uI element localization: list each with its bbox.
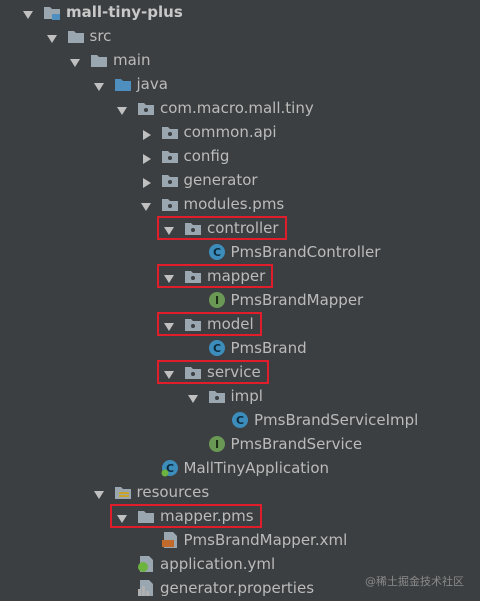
package-icon: [184, 315, 202, 333]
collapsed-arrow-icon[interactable]: [140, 150, 152, 164]
folder-icon: [90, 51, 108, 69]
tree-node-model[interactable]: model: [0, 312, 480, 336]
watermark: @稀土掘金技术社区: [365, 575, 464, 588]
xml-file-icon: [161, 531, 179, 549]
tree-node-label: model: [207, 315, 254, 333]
tree-node-mapper-pms[interactable]: mapper.pms: [0, 504, 480, 528]
tree-node-mapper[interactable]: mapper: [0, 264, 480, 288]
tree-node-label: mapper: [207, 267, 266, 285]
spring-yml-icon: [137, 555, 155, 573]
tree-node-config[interactable]: config: [0, 144, 480, 168]
tree-node-label: PmsBrandController: [230, 243, 381, 261]
project-folder-icon: [43, 3, 61, 21]
tree-node-label: PmsBrandMapper: [230, 291, 364, 309]
tree-node-label: src: [89, 27, 112, 45]
class-icon: C: [208, 243, 226, 261]
expanded-arrow-icon[interactable]: [116, 102, 128, 115]
tree-node-src[interactable]: src: [0, 24, 480, 48]
tree-node-label: application.yml: [160, 555, 276, 573]
expanded-arrow-icon[interactable]: [187, 390, 199, 403]
tree-node-label: PmsBrand: [230, 339, 307, 357]
tree-node-resources[interactable]: resources: [0, 480, 480, 504]
svg-text:I: I: [214, 294, 218, 307]
folder-icon: [67, 27, 85, 45]
expanded-arrow-icon[interactable]: [163, 222, 175, 235]
tree-node-main[interactable]: main: [0, 48, 480, 72]
expanded-arrow-icon[interactable]: [163, 270, 175, 283]
class-icon: C: [231, 411, 249, 429]
tree-node-impl[interactable]: impl: [0, 384, 480, 408]
package-icon: [208, 387, 226, 405]
tree-node-label: impl: [230, 387, 263, 405]
package-icon: [161, 171, 179, 189]
svg-text:I: I: [214, 438, 218, 451]
tree-node-label: common.api: [183, 123, 277, 141]
svg-text:C: C: [236, 414, 244, 427]
expanded-arrow-icon[interactable]: [163, 318, 175, 331]
tree-node-pmsbrandserviceimpl[interactable]: C PmsBrandServiceImpl: [0, 408, 480, 432]
expanded-arrow-icon[interactable]: [140, 198, 152, 211]
properties-file-icon: [137, 579, 155, 597]
tree-node-label: modules.pms: [183, 195, 285, 213]
tree-node-label: controller: [207, 219, 279, 237]
tree-node-pmsbrandcontroller[interactable]: C PmsBrandController: [0, 240, 480, 264]
tree-node-modules-pms[interactable]: modules.pms: [0, 192, 480, 216]
tree-node-label: main: [113, 51, 151, 69]
expanded-arrow-icon[interactable]: [163, 366, 175, 379]
package-icon: [161, 195, 179, 213]
expanded-arrow-icon[interactable]: [93, 78, 105, 91]
spring-boot-class-icon: C: [161, 459, 179, 477]
tree-node-label: PmsBrandMapper.xml: [183, 531, 348, 549]
tree-node-label: generator: [183, 171, 258, 189]
tree-node-label: PmsBrandService: [230, 435, 363, 453]
svg-text:C: C: [212, 246, 220, 259]
expanded-arrow-icon[interactable]: [93, 486, 105, 499]
tree-node-label: PmsBrandServiceImpl: [254, 411, 419, 429]
expanded-arrow-icon[interactable]: [116, 510, 128, 523]
tree-node-service[interactable]: service: [0, 360, 480, 384]
tree-node-pmsbrandservice[interactable]: I PmsBrandService: [0, 432, 480, 456]
tree-node-generator[interactable]: generator: [0, 168, 480, 192]
tree-node-common-api[interactable]: common.api: [0, 120, 480, 144]
tree-node-label: generator.properties: [160, 579, 315, 597]
tree-node-label: com.macro.mall.tiny: [160, 99, 314, 117]
folder-icon: [137, 507, 155, 525]
class-icon: C: [208, 339, 226, 357]
tree-node-label: MallTinyApplication: [183, 459, 330, 477]
tree-node-label: mapper.pms: [160, 507, 254, 525]
package-icon: [161, 147, 179, 165]
tree-node-application-yml[interactable]: application.yml: [0, 552, 480, 576]
tree-node-label: service: [207, 363, 261, 381]
package-icon: [184, 267, 202, 285]
tree-node-label: config: [183, 147, 230, 165]
expanded-arrow-icon[interactable]: [46, 30, 58, 43]
tree-node-java[interactable]: java: [0, 72, 480, 96]
expanded-arrow-icon[interactable]: [22, 6, 34, 19]
interface-icon: I: [208, 435, 226, 453]
tree-node-label: mall-tiny-plus: [66, 3, 183, 21]
tree-node-label: java: [136, 75, 168, 93]
collapsed-arrow-icon[interactable]: [140, 174, 152, 188]
tree-node-mall-tiny-plus[interactable]: mall-tiny-plus: [0, 0, 480, 24]
svg-text:C: C: [165, 462, 173, 475]
tree-node-controller[interactable]: controller: [0, 216, 480, 240]
package-icon: [184, 363, 202, 381]
package-icon: [137, 99, 155, 117]
resources-folder-icon: [114, 483, 132, 501]
tree-node-com-macro-mall-tiny[interactable]: com.macro.mall.tiny: [0, 96, 480, 120]
expanded-arrow-icon[interactable]: [69, 54, 81, 67]
tree-node-label: resources: [136, 483, 210, 501]
tree-node-malltinyapplication[interactable]: C MallTinyApplication: [0, 456, 480, 480]
svg-text:C: C: [212, 342, 220, 355]
interface-icon: I: [208, 291, 226, 309]
package-icon: [184, 219, 202, 237]
tree-node-pmsbrand[interactable]: C PmsBrand: [0, 336, 480, 360]
package-icon: [161, 123, 179, 141]
tree-node-pmsbrandmapper[interactable]: I PmsBrandMapper: [0, 288, 480, 312]
collapsed-arrow-icon[interactable]: [140, 126, 152, 140]
tree-node-pmsbrandmapper-xml[interactable]: PmsBrandMapper.xml: [0, 528, 480, 552]
source-folder-icon: [114, 75, 132, 93]
tree-node-generator-properties[interactable]: generator.properties: [0, 576, 480, 600]
